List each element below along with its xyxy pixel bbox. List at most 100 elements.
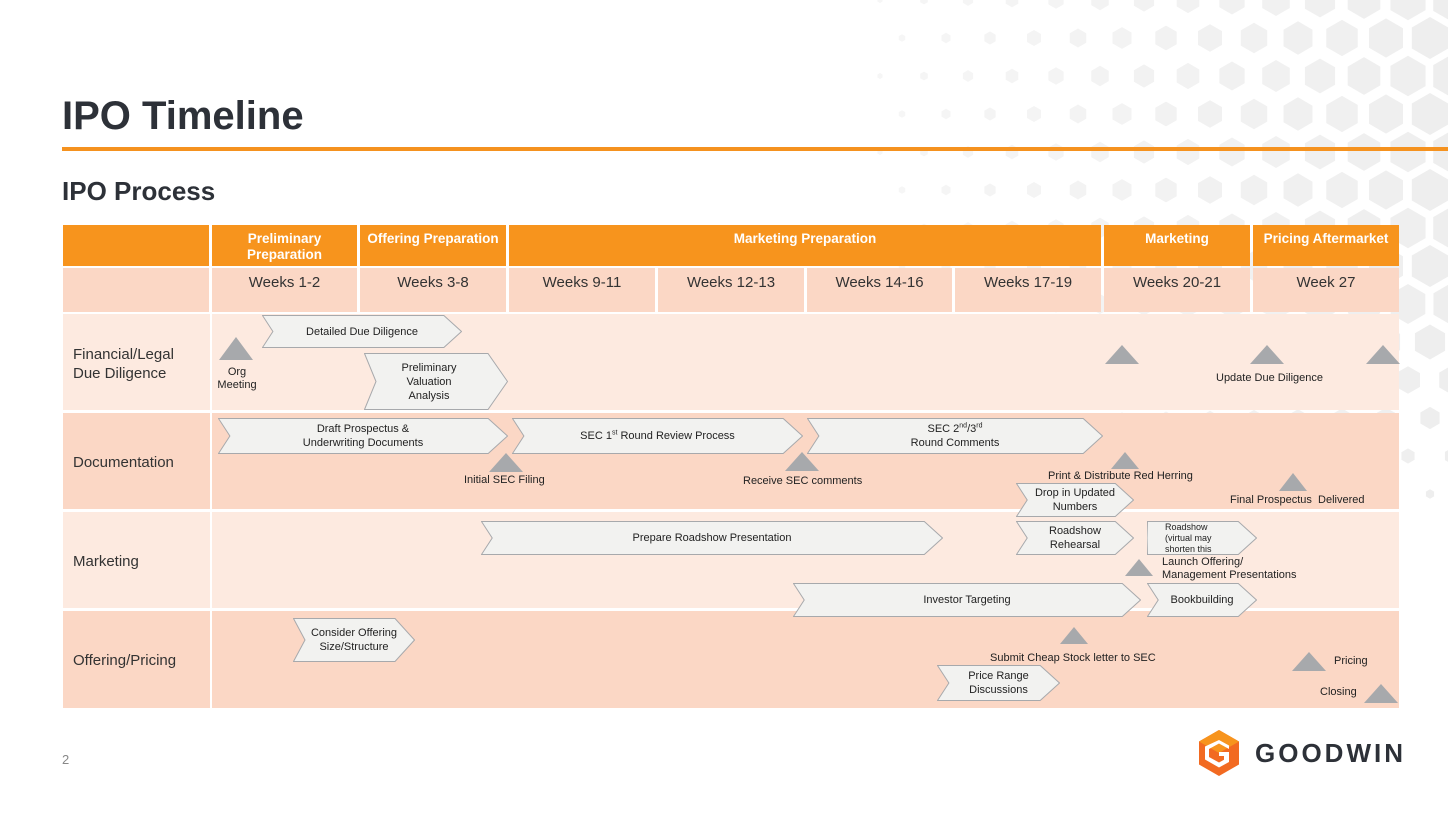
background-hexagon: [1390, 131, 1426, 173]
week-cell: Weeks 17-19: [955, 268, 1101, 312]
background-hexagon: [898, 186, 906, 194]
sec-round1-sup: st: [611, 429, 618, 437]
background-hexagon: [877, 0, 883, 3]
page-number: 2: [62, 752, 70, 767]
background-hexagon: [1198, 100, 1222, 128]
background-hexagon: [1112, 103, 1132, 125]
phase-offering-preparation: Offering Preparation: [360, 225, 506, 266]
background-hexagon: [1396, 366, 1420, 394]
chevron-bookbuilding: Bookbuilding: [1147, 583, 1257, 617]
background-hexagon: [1401, 448, 1415, 464]
phase-label: Marketing: [1145, 231, 1209, 246]
background-hexagon: [1027, 106, 1041, 122]
chevron-label: Preliminary Valuation Analysis: [364, 353, 508, 410]
background-hexagon: [1420, 406, 1440, 430]
milestone-triangle-cheap-stock: [1060, 627, 1088, 644]
chevron-roadshow-rehearsal: Roadshow Rehearsal: [1016, 521, 1134, 555]
background-hexagon: [941, 184, 951, 196]
chevron-investor-targeting: Investor Targeting: [793, 583, 1141, 617]
background-hexagon: [962, 0, 974, 6]
chevron-label-text: Roadshow Rehearsal: [1049, 525, 1101, 551]
background-hexagon: [1390, 284, 1426, 324]
phase-label: Pricing Aftermarket: [1263, 231, 1389, 246]
milestone-triangle-launch-offering: [1125, 559, 1153, 576]
sec-round2-text-b: /3: [967, 423, 977, 435]
milestone-label-receive-sec-comments: Receive SEC comments: [743, 475, 863, 487]
sec-round2-text-c: Round Comments: [910, 437, 1000, 449]
chevron-shape: [1016, 521, 1134, 555]
phase-preliminary-preparation: Preliminary Preparation: [212, 225, 357, 266]
header-corner-cell: [63, 225, 209, 266]
chevron-shape: [262, 315, 462, 348]
milestone-triangle-receive-sec-comments: [785, 452, 819, 471]
chevron-label-text: Price Range Discussions: [968, 670, 1029, 696]
chevron-label: Consider Offering Size/Structure: [293, 618, 415, 662]
background-hexagon: [1133, 0, 1155, 12]
phase-marketing-preparation: Marketing Preparation: [509, 225, 1101, 266]
sec-round1-text-post: Round Review Process: [617, 430, 735, 442]
chevron-drop-in-updated-numbers: Drop in Updated Numbers: [1016, 483, 1134, 517]
milestone-triangle-org-meeting: [219, 337, 253, 360]
chevron-label: Investor Targeting: [923, 594, 1011, 606]
chevron-price-range-discussions: Price Range Discussions: [937, 665, 1060, 701]
milestone-triangle-pricing: [1292, 652, 1326, 671]
chevron-label-text: Preliminary Valuation Analysis: [401, 361, 457, 402]
row-label-financial-legal: Financial/Legal Due Diligence: [73, 346, 174, 382]
phase-pricing-aftermarket: Pricing Aftermarket: [1253, 225, 1399, 266]
background-hexagon: [1155, 25, 1177, 51]
background-hexagon: [1411, 169, 1448, 211]
week-corner-cell: [63, 268, 209, 312]
background-hexagon: [1240, 174, 1268, 206]
week-cell: Weeks 1-2: [212, 268, 357, 312]
background-hexagon: [1198, 176, 1222, 204]
background-hexagon: [920, 71, 928, 81]
background-hexagon: [1091, 65, 1109, 87]
row-label-documentation: Documentation: [73, 454, 174, 471]
week-cell: Week 27: [1253, 268, 1399, 312]
row-label-offering-pricing: Offering/Pricing: [73, 652, 177, 669]
background-hexagon: [984, 31, 996, 45]
row-label-marketing: Marketing: [73, 553, 139, 570]
milestone-label-org-meeting: Org Meeting: [217, 366, 257, 391]
section-subtitle: IPO Process: [62, 176, 216, 206]
background-hexagon: [1027, 182, 1041, 198]
background-hexagon: [1176, 138, 1200, 166]
chevron-shape: [364, 353, 508, 410]
background-hexagon: [1176, 0, 1200, 14]
brand-name: GOODWIN: [1255, 738, 1406, 768]
background-hexagon: [1069, 28, 1087, 48]
chevron-label: Draft Prospectus & Underwriting Document…: [218, 418, 508, 454]
background-hexagon: [1411, 93, 1448, 135]
milestone-triangle-final-prospectus: [1279, 473, 1307, 491]
background-hexagon: [1433, 0, 1448, 20]
background-hexagon: [1133, 140, 1155, 164]
background-hexagon: [1027, 30, 1041, 46]
chevron-detailed-due-diligence: Detailed Due Diligence: [262, 315, 462, 348]
chevron-shape: [1147, 521, 1257, 555]
background-hexagon: [1390, 0, 1426, 21]
chevron-label-text: Consider Offering Size/Structure: [310, 627, 397, 653]
background-hexagon: [1390, 55, 1426, 97]
chevron-label-text: Roadshow (virtual may shorten this: [1165, 521, 1212, 554]
milestone-triangle-closing: [1364, 684, 1398, 703]
sec-round2-sup1: nd: [959, 422, 968, 430]
background-hexagon: [1069, 104, 1087, 124]
page-title: IPO Timeline: [62, 94, 304, 138]
milestone-label-red-herring: Print & Distribute Red Herring: [1048, 470, 1193, 482]
background-hexagon: [1262, 60, 1290, 92]
background-hexagon: [1005, 68, 1019, 84]
chevron-label: SEC 1st Round Review Process: [512, 418, 803, 454]
background-hexagon: [920, 0, 928, 5]
chevron-shape: [481, 521, 943, 555]
background-hexagon: [1091, 0, 1109, 11]
chevron-prepare-roadshow-presentation: Prepare Roadshow Presentation: [481, 521, 943, 555]
milestone-triangle-dd-2: [1250, 345, 1284, 364]
milestone-label-initial-sec-filing: Initial SEC Filing: [464, 474, 545, 486]
row-label-divider: [210, 312, 212, 708]
background-hexagon: [1219, 61, 1245, 91]
background-hexagon: [1411, 17, 1448, 59]
background-hexagon: [1091, 141, 1109, 163]
milestone-label-final-prospectus: Final Prospectus Delivered: [1230, 494, 1365, 506]
background-hexagon: [1304, 134, 1336, 170]
